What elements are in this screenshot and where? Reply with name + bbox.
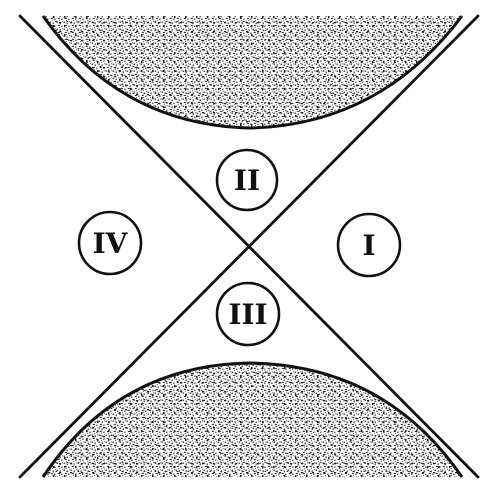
region-I-marker: I bbox=[336, 212, 402, 278]
region-I-label: I bbox=[362, 229, 375, 262]
upper-hyperbola-curve bbox=[41, 15, 464, 130]
region-II-label: II bbox=[234, 164, 260, 197]
region-IV-label: IV bbox=[93, 227, 129, 260]
region-IV-marker: IV bbox=[77, 210, 143, 276]
bottom-shaded-region bbox=[43, 363, 462, 477]
top-shaded-region bbox=[43, 16, 462, 128]
diagonal-line-ascending bbox=[18, 14, 480, 479]
region-III-marker: III bbox=[215, 281, 281, 347]
region-III-label: III bbox=[228, 298, 267, 331]
region-II-marker: II bbox=[215, 148, 279, 212]
lower-hyperbola-curve bbox=[41, 361, 464, 478]
